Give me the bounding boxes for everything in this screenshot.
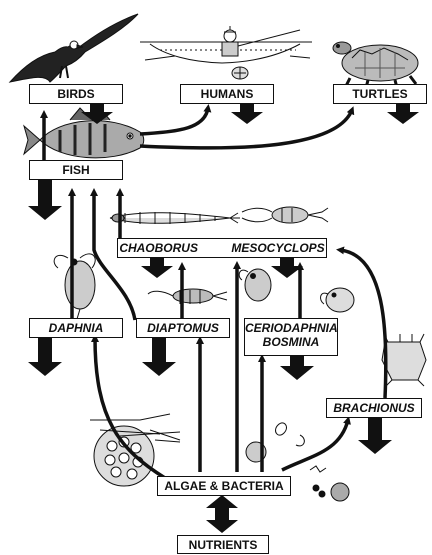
node-chaoborus-mesocyclops: CHAOBORUS MESOCYCLOPS <box>117 238 327 258</box>
arrow-algae-to-brachionus <box>282 420 348 470</box>
loss-arrow-brachionus <box>358 416 392 454</box>
loss-arrow-ceriodaphnia <box>280 356 314 380</box>
diaptomus-icon <box>148 289 227 304</box>
node-nutrients-label: NUTRIENTS <box>189 538 258 552</box>
node-daphnia-label: DAPHNIA <box>49 321 104 335</box>
node-diaptomus-label: DIAPTOMUS <box>147 321 219 335</box>
node-ceriodaphnia-bosmina: CERIODAPHNIA BOSMINA <box>244 318 338 356</box>
daphnia-icon <box>54 254 95 319</box>
mesocyclops-icon <box>242 207 328 223</box>
node-brachionus: BRACHIONUS <box>326 398 422 418</box>
loss-arrow-mesocyclops <box>271 258 303 278</box>
perch-fish-icon <box>24 108 144 158</box>
node-chaoborus-label: CHAOBORUS <box>119 241 198 255</box>
node-algae-bacteria: ALGAE & BACTERIA <box>157 476 291 496</box>
node-fish-label: FISH <box>62 163 89 177</box>
node-humans-label: HUMANS <box>201 87 254 101</box>
exchange-arrow-algae-nutrients <box>206 495 238 533</box>
node-bosmina-label: BOSMINA <box>245 335 337 349</box>
node-nutrients: NUTRIENTS <box>177 535 269 554</box>
eagle-icon <box>10 14 138 82</box>
node-turtles: TURTLES <box>333 84 427 104</box>
brachionus-icon <box>382 334 426 386</box>
loss-arrow-diaptomus <box>142 338 176 376</box>
node-brachionus-label: BRACHIONUS <box>333 401 414 415</box>
node-ceriodaphnia-label: CERIODAPHNIA <box>245 321 337 335</box>
node-algae-bacteria-label: ALGAE & BACTERIA <box>164 479 283 493</box>
loss-arrow-humans <box>231 104 263 124</box>
loss-arrow-daphnia <box>28 338 62 376</box>
node-fish: FISH <box>29 160 123 180</box>
ceriodaphnia-icon <box>239 269 271 301</box>
node-birds: BIRDS <box>29 84 123 104</box>
arrow-fish-to-humans <box>140 108 208 134</box>
turtle-icon <box>333 42 418 88</box>
loss-arrow-turtles <box>387 104 419 124</box>
human-fishing-icon <box>140 26 312 79</box>
chaoborus-larva-icon <box>110 212 240 224</box>
loss-arrow-chaoborus <box>141 258 173 278</box>
node-daphnia: DAPHNIA <box>29 318 123 338</box>
node-mesocyclops-label: MESOCYCLOPS <box>231 241 324 255</box>
node-humans: HUMANS <box>180 84 274 104</box>
arrow-brachionus-to-mesocyclops <box>340 250 386 398</box>
loss-arrow-fish <box>28 180 62 220</box>
node-birds-label: BIRDS <box>57 87 94 101</box>
node-diaptomus: DIAPTOMUS <box>136 318 230 338</box>
node-turtles-label: TURTLES <box>352 87 407 101</box>
bosmina-icon <box>321 288 354 312</box>
